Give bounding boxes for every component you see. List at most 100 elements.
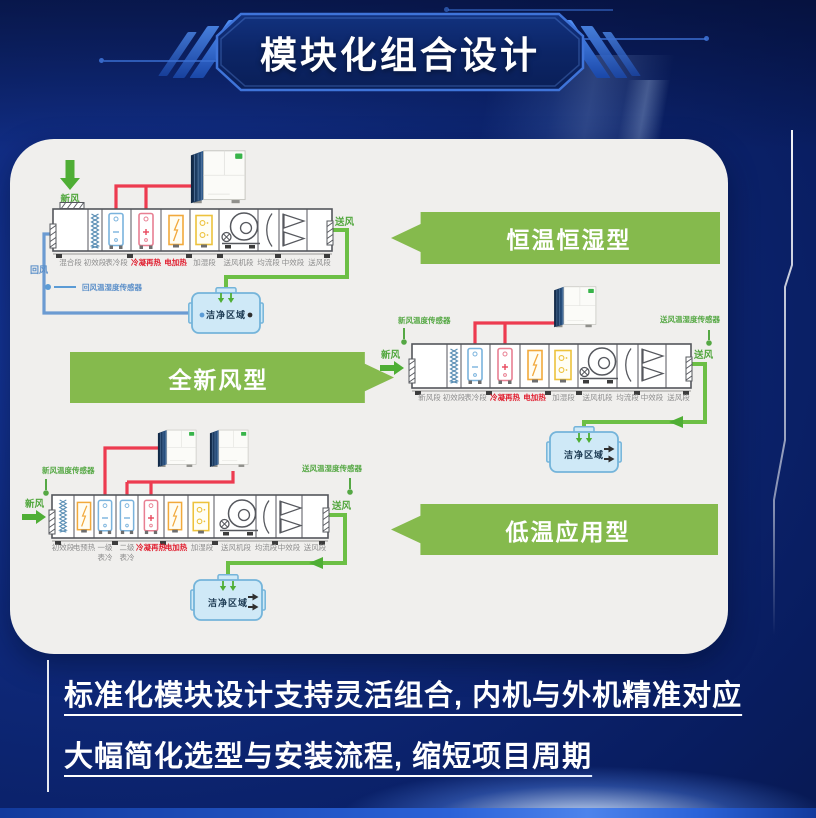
green-supply-pipe xyxy=(226,513,347,577)
down-arrow-icon xyxy=(585,438,593,443)
decor-dot xyxy=(99,58,104,63)
section-label: 送风段 xyxy=(667,392,690,402)
electric-heater-icon xyxy=(527,349,543,383)
sensor-dot-icon xyxy=(401,339,407,345)
section-label: 送风段 xyxy=(304,542,327,552)
section-label: 中效段 xyxy=(278,542,301,552)
outdoor-unit xyxy=(209,429,249,468)
bottom-bar xyxy=(0,808,816,818)
supply-damper-icon xyxy=(685,356,693,382)
banner-label: 全新风型 xyxy=(168,366,269,393)
ahu-diagram-fresh-air: 新风段 初效段 表冷段 冷凝再热 电加热 加湿段 送风机段 均流段 中效段 送风… xyxy=(380,286,720,473)
section-label: 电加热 xyxy=(523,392,546,402)
right-arrow-icon xyxy=(608,455,615,463)
sensor-dot-icon xyxy=(347,489,353,495)
left-arrow-icon xyxy=(309,557,323,569)
left-arrow-icon xyxy=(669,416,683,428)
green-supply-pipe xyxy=(582,362,707,429)
bottom-light-flare xyxy=(0,738,816,818)
supply-damper-icon xyxy=(322,507,330,533)
section-label: 初效段 xyxy=(52,542,75,552)
preheater-icon xyxy=(76,501,92,533)
diagonal-light-streak xyxy=(470,80,816,150)
top-damper-icon xyxy=(59,202,85,209)
section-label: 二级 xyxy=(120,542,135,552)
humidifier-icon xyxy=(192,501,210,534)
inlet-dot-icon xyxy=(199,312,205,318)
section-label: 冷凝再热 xyxy=(490,392,520,402)
supply-air-label: 送风 xyxy=(334,216,355,228)
fresh-air-sensor-label: 新风温度传感器 xyxy=(42,465,95,475)
electric-heater-icon xyxy=(168,214,184,248)
outlet-dot-icon xyxy=(247,312,253,318)
section-label: 表冷段 xyxy=(464,392,487,402)
section-label: 表冷 xyxy=(120,552,135,562)
humidifier-icon xyxy=(554,349,572,383)
cooling-coil-icon xyxy=(97,499,113,535)
decor-line xyxy=(104,60,224,62)
cooling-coil-icon xyxy=(108,212,124,250)
section-label: 送风机段 xyxy=(221,542,251,552)
green-supply-pipe xyxy=(224,228,349,289)
section-label: 混合段 xyxy=(59,257,82,267)
sensor-dot-icon xyxy=(43,490,49,496)
section-label: 初效段 xyxy=(84,257,107,267)
down-arrow-icon xyxy=(227,298,235,303)
section-label: 冷凝再热 xyxy=(136,542,166,552)
section-label: 加湿段 xyxy=(191,542,214,552)
section-label: 均流段 xyxy=(616,392,639,402)
fresh-damper-icon xyxy=(48,509,56,535)
section-label: 新风段 xyxy=(418,392,441,402)
title-banner-shape xyxy=(215,12,585,92)
supply-air-label: 送风 xyxy=(331,500,352,512)
section-label: 表冷 xyxy=(98,552,113,562)
right-arrow-icon xyxy=(252,593,259,601)
ahu-casing xyxy=(51,494,329,539)
fresh-air-arrow-icon xyxy=(22,510,46,524)
section-label: 送风段 xyxy=(308,257,331,267)
red-refrigerant-pipe xyxy=(114,184,193,209)
red-refrigerant-pipe xyxy=(103,446,235,495)
down-arrow-icon xyxy=(219,586,227,591)
supply-air-sensor-label: 送风温湿度传感器 xyxy=(659,314,720,324)
right-arrow-icon xyxy=(608,445,615,453)
fresh-damper-icon xyxy=(408,358,416,384)
banner-label: 低温应用型 xyxy=(505,518,631,545)
outdoor-unit xyxy=(553,286,597,328)
section-label: 表冷段 xyxy=(105,257,128,267)
decor-zigzag-line xyxy=(773,130,793,635)
ahu-diagram-low-temp: 初效段 电预热 一级 表冷 二级 表冷 冷凝再热 电加热 加湿段 送风机段 均流… xyxy=(22,429,362,621)
red-refrigerant-pipe xyxy=(473,321,558,344)
decor-dot xyxy=(704,36,709,41)
supply-air-label: 送风 xyxy=(693,349,714,361)
footer-line-1: 标准化模块设计支持灵活组合, 内机与外机精准对应 xyxy=(64,680,743,712)
title-banner: 模块化组合设计 xyxy=(215,12,585,92)
clean-area-label: 洁净区域 xyxy=(564,449,604,460)
section-label: 电加热 xyxy=(164,257,187,267)
supply-damper-icon xyxy=(326,220,334,246)
cooling-coil-icon xyxy=(467,347,483,385)
page-title: 模块化组合设计 xyxy=(260,35,540,76)
fresh-air-arrow-icon xyxy=(380,361,404,375)
electric-heater-icon xyxy=(167,501,183,533)
fresh-air-label: 新风 xyxy=(25,498,45,510)
down-arrow-icon xyxy=(217,298,225,303)
right-arrow-icon xyxy=(252,603,259,611)
section-label: 中效段 xyxy=(641,392,664,402)
outdoor-unit xyxy=(190,150,246,204)
clean-area-label: 洁净区域 xyxy=(208,597,248,608)
section-label: 送风机段 xyxy=(224,257,254,267)
decor-line xyxy=(584,38,706,40)
clean-area-label: 洁净区域 xyxy=(206,309,246,320)
section-label: 中效段 xyxy=(282,257,305,267)
return-damper-icon xyxy=(49,223,57,249)
banner-constant-temp-humidity: 恒温恒湿型 xyxy=(391,212,720,264)
fresh-air-sensor-label: 新风温度传感器 xyxy=(398,315,451,325)
section-label: 一级 xyxy=(98,542,113,552)
fresh-air-arrow-icon xyxy=(60,160,80,190)
decor-dot xyxy=(444,7,449,12)
down-arrow-icon xyxy=(575,438,583,443)
blue-return-pipe xyxy=(42,232,190,315)
humidifier-icon xyxy=(195,214,213,248)
